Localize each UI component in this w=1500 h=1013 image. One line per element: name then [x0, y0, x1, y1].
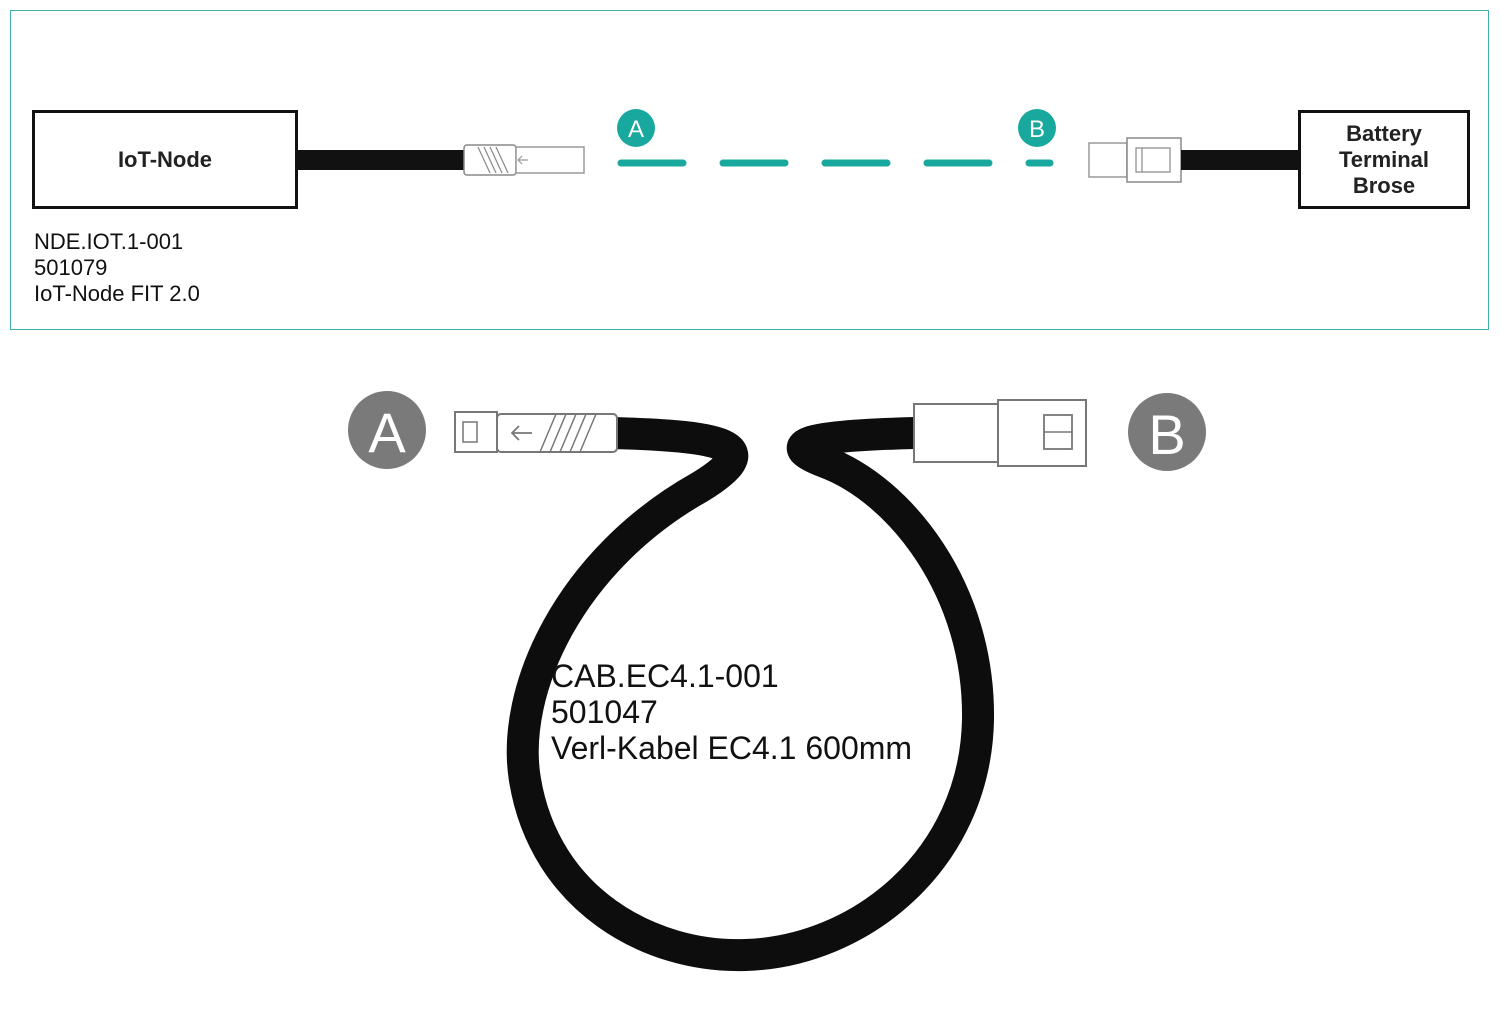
marker-a-teal: A — [617, 109, 655, 147]
cable-part-name: Verl-Kabel EC4.1 600mm — [551, 730, 913, 766]
marker-b-gray: B — [1128, 393, 1206, 471]
cable-part-number: 501047 — [551, 694, 658, 730]
marker-b-teal: B — [1018, 109, 1056, 147]
connector-b-small — [1088, 137, 1182, 183]
battery-box-line-1: Battery — [1346, 120, 1422, 146]
iot-node-part-info: NDE.IOT.1-001 501079 IoT-Node FIT 2.0 — [34, 229, 200, 307]
marker-a-gray-label: A — [368, 401, 406, 464]
battery-terminal-box: Battery Terminal Brose — [1298, 110, 1470, 209]
cable-loop — [506, 417, 995, 972]
battery-box-line-2: Terminal — [1338, 146, 1430, 172]
iot-node-part-name: IoT-Node FIT 2.0 — [34, 281, 200, 306]
top-diagram-frame — [10, 10, 1489, 330]
iot-node-box: IoT-Node — [32, 110, 298, 209]
iot-node-box-label: IoT-Node — [117, 146, 213, 172]
iot-node-part-code: NDE.IOT.1-001 — [34, 229, 184, 254]
battery-cable — [1181, 150, 1299, 170]
connector-a-large — [454, 411, 618, 453]
iot-node-cable — [298, 150, 466, 170]
connector-b-large — [913, 399, 1087, 467]
marker-a-teal-label: A — [628, 116, 644, 143]
marker-b-teal-label: B — [1029, 116, 1045, 143]
iot-node-part-number: 501079 — [34, 255, 108, 280]
cable-part-info: CAB.EC4.1-001 501047 Verl-Kabel EC4.1 60… — [551, 658, 912, 766]
marker-a-gray: A — [348, 391, 426, 469]
cable-part-code: CAB.EC4.1-001 — [551, 658, 779, 694]
marker-b-gray-label: B — [1148, 403, 1185, 466]
connector-a-small — [463, 144, 585, 176]
battery-box-line-3: Brose — [1352, 172, 1416, 198]
